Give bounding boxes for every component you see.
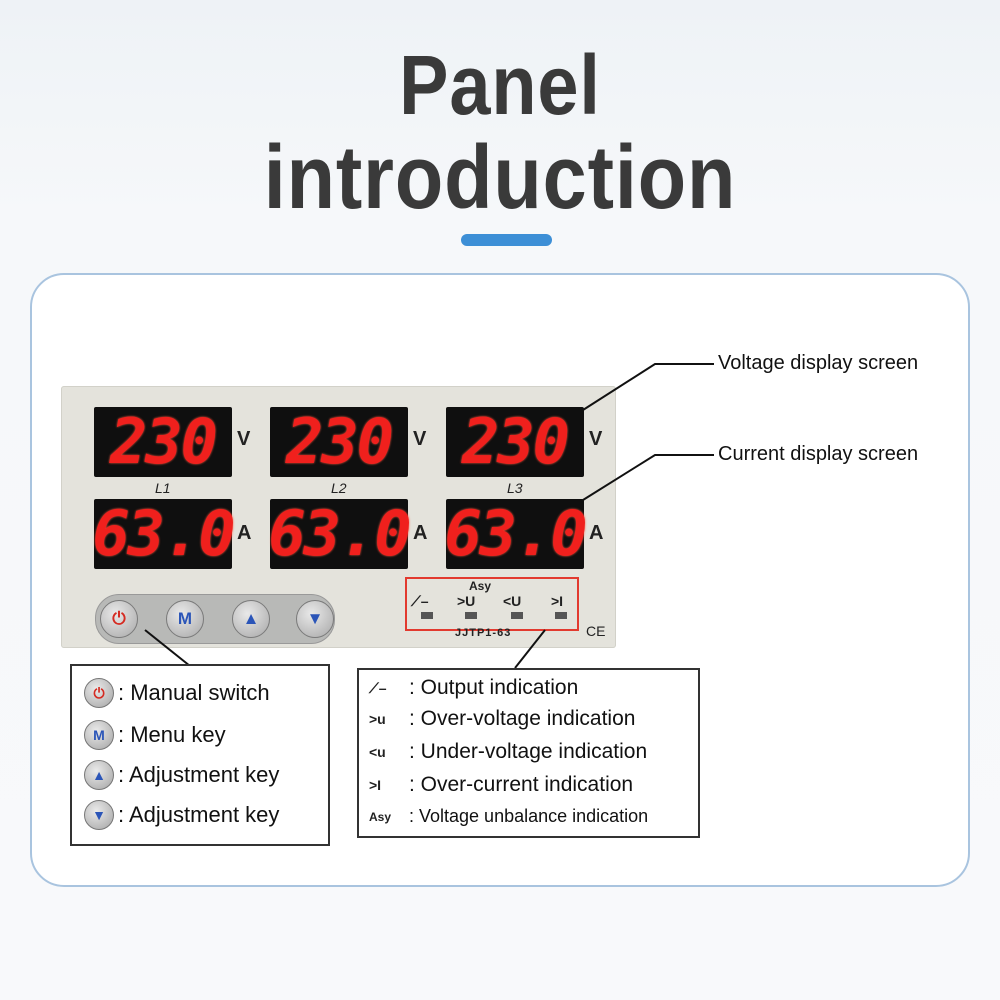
title-accent-bar (461, 234, 552, 246)
arrow-up-icon: ▲ (242, 609, 260, 628)
under-voltage-led (511, 612, 523, 619)
legend-row-asy: Asy : Voltage unbalance indication (369, 806, 648, 827)
over-current-symbol: >I (551, 593, 564, 609)
output-indicator-symbol: ⟋– (411, 593, 429, 609)
voltage-unit: V (237, 428, 251, 450)
current-screen-l3: 63.0 (444, 497, 588, 570)
legend-row-output: ⟋– : Output indication (369, 676, 578, 700)
voltage-leader-line (582, 363, 714, 411)
over-current-symbol: >I (369, 777, 382, 793)
current-callout-label: Current display screen (718, 443, 919, 465)
current-readout: 63.0 (268, 497, 411, 570)
under-voltage-symbol: <u (369, 744, 386, 760)
over-current-led (555, 612, 567, 619)
legend-text: : Output indication (409, 676, 579, 699)
page-title-line-2: introduction (263, 128, 737, 228)
legend-row-menu-key: M : Menu key (84, 720, 226, 750)
buttons-leader-line (144, 629, 191, 667)
menu-button[interactable]: M (166, 600, 204, 638)
over-voltage-symbol: >U (457, 593, 476, 609)
indicator-box: Asy ⟋– >U <U >I (405, 577, 579, 631)
power-button[interactable]: ⏻ (100, 600, 138, 638)
voltage-readout: 230 (462, 405, 570, 478)
current-screen-l2: 63.0 (268, 497, 412, 570)
voltage-screen-l1: 230 (94, 407, 232, 477)
legend-row-adjust-down: ▼ : Adjustment key (84, 800, 279, 830)
voltage-screen-l3: 230 (446, 407, 584, 477)
voltage-unit: V (589, 428, 603, 450)
device-button-strip: ⏻ M ▲ ▼ (95, 594, 335, 644)
arrow-up-icon: ▲ (84, 760, 114, 790)
menu-m-icon: M (84, 720, 114, 750)
power-icon: ⏻ (112, 609, 126, 628)
output-symbol: ⟋– (369, 679, 387, 696)
current-unit: A (237, 522, 252, 544)
output-led (421, 612, 433, 619)
current-readout: 63.0 (92, 497, 235, 570)
power-icon: ⏻ (84, 678, 114, 708)
adjust-down-button[interactable]: ▼ (296, 600, 334, 638)
model-label: JJTP1-63 (455, 627, 512, 639)
current-screen-l1: 63.0 (92, 497, 236, 570)
voltage-readout: 230 (110, 405, 218, 478)
voltage-callout-label: Voltage display screen (718, 352, 919, 374)
current-leader-line (582, 454, 714, 501)
current-readout: 63.0 (444, 497, 587, 570)
arrow-down-icon: ▼ (84, 800, 114, 830)
under-voltage-symbol: <U (503, 593, 522, 609)
legend-row-manual-switch: ⏻ : Manual switch (84, 678, 270, 708)
phase-label: L2 (331, 480, 347, 496)
legend-row-adjust-up: ▲ : Adjustment key (84, 760, 279, 790)
legend-row-over-current: >I : Over-current indication (369, 773, 633, 797)
indicators-leader-line (514, 629, 546, 669)
asy-group-label: Asy (469, 579, 492, 593)
phase-label: L1 (155, 480, 171, 496)
indicator-legend: ⟋– : Output indication >u : Over-voltage… (357, 668, 700, 838)
voltage-readout: 230 (286, 405, 394, 478)
legend-text: : Over-voltage indication (409, 707, 636, 730)
asy-symbol: Asy (369, 809, 392, 824)
voltage-screen-l2: 230 (270, 407, 408, 477)
menu-m-icon: M (177, 609, 193, 628)
adjust-up-button[interactable]: ▲ (232, 600, 270, 638)
current-unit: A (589, 522, 604, 544)
current-unit: A (413, 522, 428, 544)
legend-text: : Manual switch (118, 680, 270, 705)
over-voltage-led (465, 612, 477, 619)
page-title-line-1: Panel (399, 38, 601, 132)
legend-row-over-voltage: >u : Over-voltage indication (369, 707, 635, 731)
voltage-unit: V (413, 428, 427, 450)
legend-text: : Over-current indication (409, 773, 634, 796)
legend-text: : Adjustment key (118, 762, 280, 787)
over-voltage-symbol: >u (369, 711, 386, 727)
legend-text: : Menu key (118, 722, 226, 747)
legend-text: : Voltage unbalance indication (409, 806, 649, 826)
button-legend: ⏻ : Manual switch M : Menu key ▲ : Adjus… (70, 664, 330, 846)
phase-label: L3 (507, 480, 523, 496)
ce-mark: CE (586, 623, 606, 639)
legend-text: : Adjustment key (118, 802, 280, 827)
legend-text: : Under-voltage indication (409, 740, 648, 763)
legend-row-under-voltage: <u : Under-voltage indication (369, 740, 647, 764)
arrow-down-icon: ▼ (306, 609, 324, 628)
